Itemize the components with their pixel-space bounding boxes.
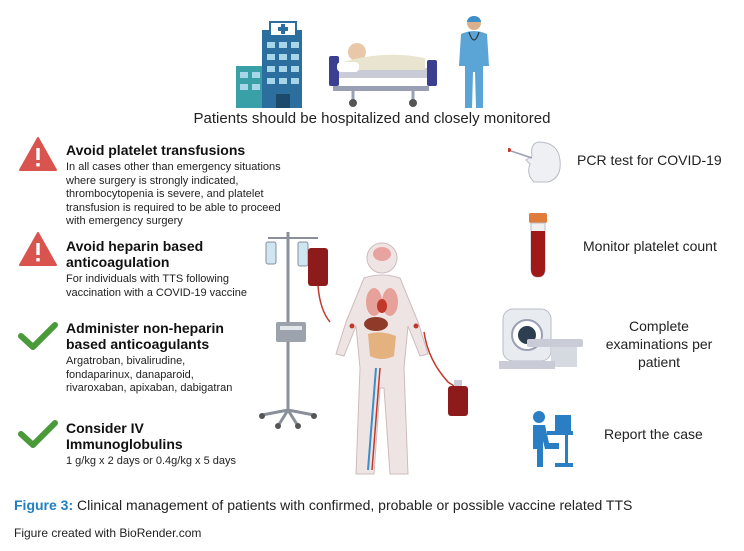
recommendation-title: Avoid heparin based anticoagulation: [66, 238, 204, 270]
hospital-bed-icon: [329, 43, 437, 107]
warning-icon: [19, 137, 57, 171]
recommendation-platelets: Avoid platelet transfusions In all cases…: [66, 142, 281, 229]
figure-credit: Figure created with BioRender.com: [14, 526, 202, 540]
action-label-examinations: Complete examinations per patient: [605, 318, 713, 370]
action-label-pcr: PCR test for COVID-19: [577, 152, 722, 168]
recommendation-title: Administer non-heparin based anticoagula…: [66, 320, 224, 352]
recommendation-heparin: Avoid heparin based anticoagulation For …: [66, 238, 251, 300]
hospital-building-icon: [236, 21, 302, 108]
hospitalization-header: Patients should be hospitalized and clos…: [193, 110, 551, 127]
figure-label: Figure 3:: [14, 497, 74, 513]
computer-user-icon: [533, 411, 573, 467]
recommendation-ivig: Consider IV Immunoglobulins 1 g/kg x 2 d…: [66, 420, 256, 469]
action-label-platelets: Monitor platelet count: [583, 238, 717, 254]
action-label-report: Report the case: [604, 426, 703, 442]
blood-tube-icon: [529, 213, 547, 278]
recommendation-body: For individuals with TTS following vacci…: [66, 273, 247, 299]
figure-caption: Figure 3: Clinical management of patient…: [14, 497, 632, 513]
figure-caption-text: Clinical management of patients with con…: [73, 497, 633, 513]
nasal-swab-icon: [508, 141, 561, 183]
blood-bag-icon: [423, 331, 468, 416]
recommendation-body: 1 g/kg x 2 days or 0.4g/kg x 5 days: [66, 455, 236, 467]
doctor-icon: [459, 16, 489, 108]
human-body-icon: [335, 242, 429, 475]
recommendation-body: Argatroban, bivalirudine, fondaparinux, …: [66, 355, 233, 394]
recommendation-title: Avoid platelet transfusions: [66, 142, 246, 158]
mri-scanner-icon: [499, 308, 583, 369]
recommendation-anticoagulants: Administer non-heparin based anticoagula…: [66, 320, 246, 396]
recommendation-body: In all cases other than emergency situat…: [66, 161, 281, 227]
warning-icon: [19, 232, 57, 266]
recommendation-title: Consider IV Immunoglobulins: [66, 420, 183, 452]
iv-stand-icon: [259, 232, 331, 429]
checkmark-icon: [18, 420, 58, 448]
checkmark-icon: [18, 322, 58, 350]
